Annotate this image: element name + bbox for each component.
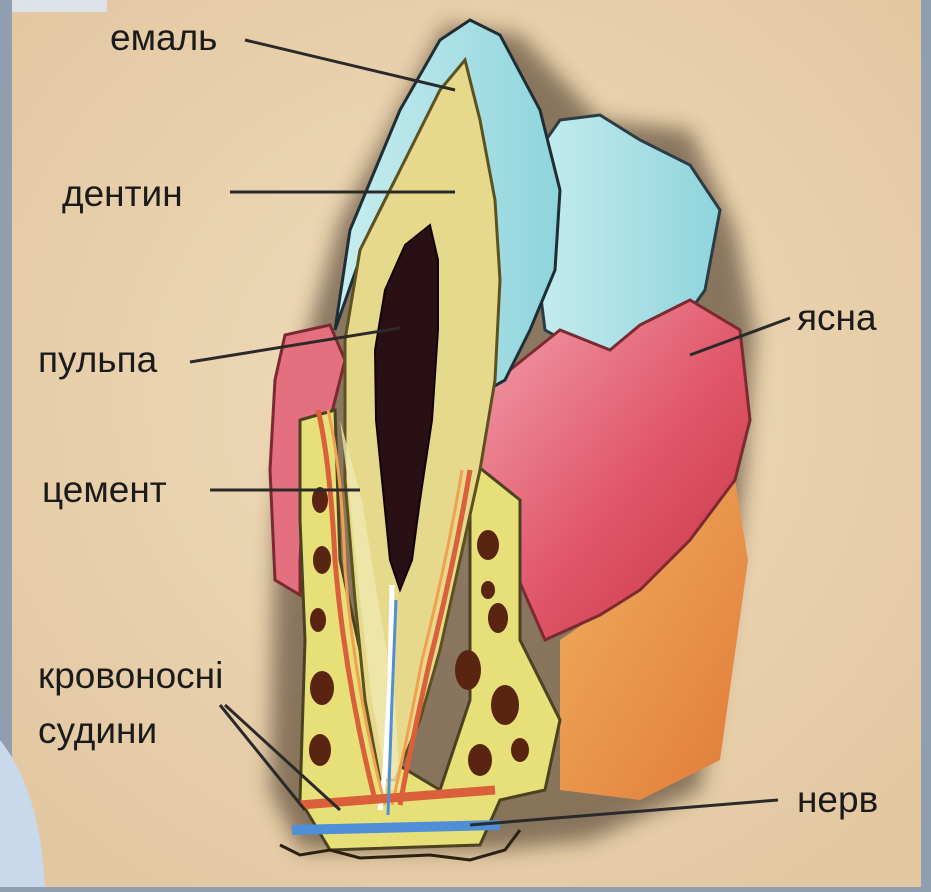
- label-vessels-line2: судини: [38, 710, 157, 751]
- label-gum: ясна: [797, 297, 877, 338]
- label-dentin: дентин: [62, 173, 183, 214]
- label-cement: цемент: [42, 469, 167, 510]
- nerve-line: [292, 825, 500, 830]
- label-nerve: нерв: [797, 779, 878, 820]
- label-enamel: емаль: [110, 17, 217, 58]
- label-pulp: пульпа: [38, 339, 158, 380]
- top-left-strip: [12, 0, 107, 12]
- label-vessels-line1: кровоносні: [38, 655, 223, 696]
